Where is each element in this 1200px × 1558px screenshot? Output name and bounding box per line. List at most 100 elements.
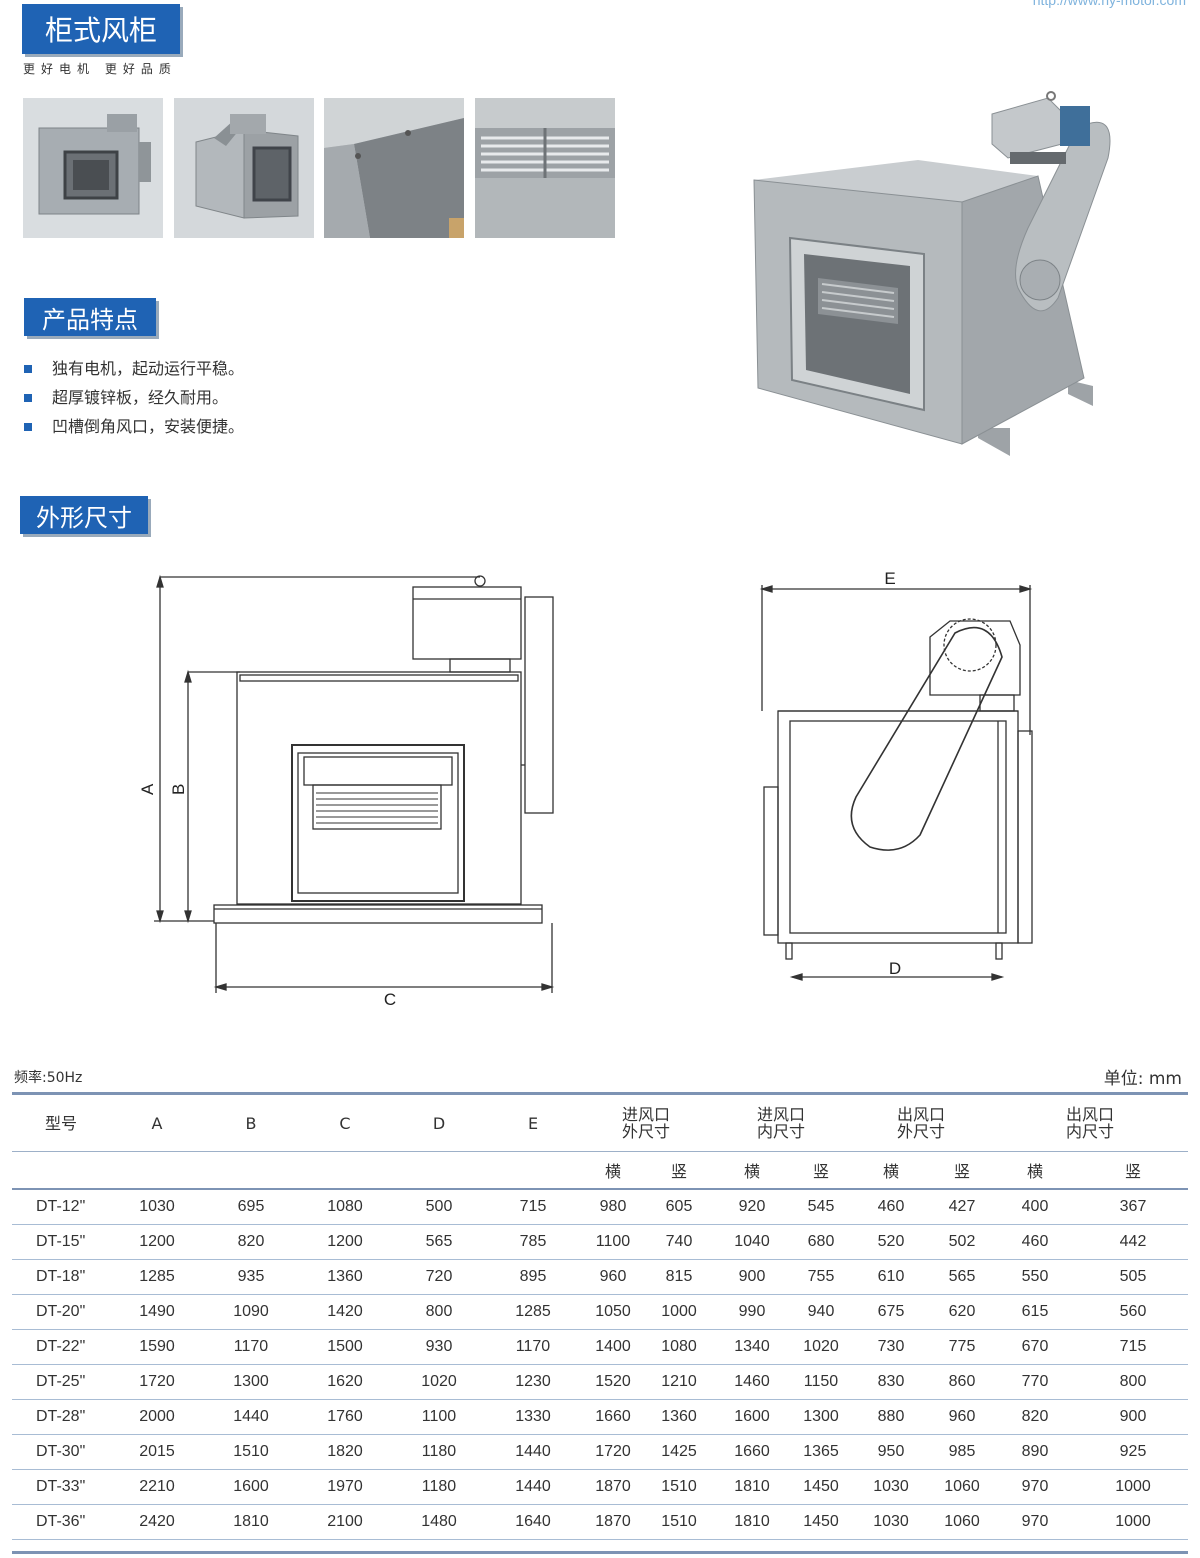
value-cell: 715 <box>486 1189 580 1225</box>
value-cell: 1810 <box>712 1469 792 1505</box>
value-cell: 1600 <box>204 1469 298 1505</box>
value-cell: 1360 <box>298 1259 392 1295</box>
value-cell: 2015 <box>110 1434 204 1470</box>
sub-header-horizontal: 横 <box>712 1151 792 1190</box>
value-cell: 400 <box>992 1189 1078 1225</box>
square-bullet-icon <box>24 393 32 402</box>
value-cell: 770 <box>992 1364 1078 1400</box>
value-cell: 1365 <box>792 1434 850 1470</box>
value-cell: 1420 <box>298 1294 392 1330</box>
value-cell: 1425 <box>646 1434 712 1470</box>
value-cell: 1200 <box>298 1224 392 1260</box>
value-cell: 1285 <box>486 1294 580 1330</box>
value-cell: 1440 <box>204 1399 298 1435</box>
value-cell: 740 <box>646 1224 712 1260</box>
value-cell: 1970 <box>298 1469 392 1505</box>
flange-corner-photo <box>324 98 464 238</box>
value-cell: 1000 <box>1078 1504 1188 1540</box>
cabinet-front-photo <box>23 98 163 238</box>
value-cell: 1285 <box>110 1259 204 1295</box>
value-cell: 2210 <box>110 1469 204 1505</box>
value-cell: 990 <box>712 1294 792 1330</box>
value-cell: 900 <box>712 1259 792 1295</box>
value-cell: 610 <box>850 1259 932 1295</box>
value-cell: 500 <box>392 1189 486 1225</box>
value-cell: 1020 <box>792 1329 850 1365</box>
value-cell: 755 <box>792 1259 850 1295</box>
value-cell: 1100 <box>580 1224 646 1260</box>
sub-header-horizontal: 横 <box>850 1151 932 1190</box>
sub-header-horizontal: 横 <box>992 1151 1078 1190</box>
value-cell: 545 <box>792 1189 850 1225</box>
square-bullet-icon <box>24 364 32 373</box>
value-cell: 680 <box>792 1224 850 1260</box>
col-header-d: D <box>392 1093 486 1152</box>
value-cell: 820 <box>992 1399 1078 1435</box>
col-header-inlet-inner: 进风口内尺寸 <box>712 1093 850 1152</box>
model-cell: DT-33" <box>12 1469 110 1505</box>
value-cell: 560 <box>1078 1294 1188 1330</box>
dimension-label-b: B <box>169 784 188 795</box>
value-cell: 1030 <box>850 1469 932 1505</box>
value-cell: 1400 <box>580 1329 646 1365</box>
table-bottom-rule <box>12 1551 1188 1554</box>
value-cell: 1170 <box>486 1329 580 1365</box>
value-cell: 900 <box>1078 1399 1188 1435</box>
value-cell: 1060 <box>932 1469 992 1505</box>
value-cell: 367 <box>1078 1189 1188 1225</box>
value-cell: 800 <box>1078 1364 1188 1400</box>
model-cell: DT-30" <box>12 1434 110 1470</box>
value-cell: 970 <box>992 1504 1078 1540</box>
value-cell: 1660 <box>580 1399 646 1435</box>
value-cell: 1450 <box>792 1504 850 1540</box>
sub-header-horizontal: 横 <box>580 1151 646 1190</box>
model-cell: DT-20" <box>12 1294 110 1330</box>
value-cell: 980 <box>580 1189 646 1225</box>
col-header-b: B <box>204 1093 298 1152</box>
page-subtitle: 更好电机 更好品质 <box>23 62 177 76</box>
frequency-label: 频率:50Hz <box>14 1070 83 1086</box>
value-cell: 1300 <box>792 1399 850 1435</box>
value-cell: 970 <box>992 1469 1078 1505</box>
value-cell: 1440 <box>486 1469 580 1505</box>
value-cell: 1170 <box>204 1329 298 1365</box>
value-cell: 1000 <box>1078 1469 1188 1505</box>
value-cell: 605 <box>646 1189 712 1225</box>
value-cell: 2100 <box>298 1504 392 1540</box>
value-cell: 565 <box>392 1224 486 1260</box>
value-cell: 720 <box>392 1259 486 1295</box>
col-header-a: A <box>110 1093 204 1152</box>
value-cell: 620 <box>932 1294 992 1330</box>
value-cell: 1030 <box>850 1504 932 1540</box>
col-header-c: C <box>298 1093 392 1152</box>
value-cell: 1810 <box>204 1504 298 1540</box>
value-cell: 1210 <box>646 1364 712 1400</box>
value-cell: 460 <box>850 1189 932 1225</box>
value-cell: 1200 <box>110 1224 204 1260</box>
col-header-outlet-inner: 出风口内尺寸 <box>992 1093 1188 1152</box>
model-cell: DT-22" <box>12 1329 110 1365</box>
value-cell: 1620 <box>298 1364 392 1400</box>
col-header-outlet-outer: 出风口外尺寸 <box>850 1093 992 1152</box>
value-cell: 502 <box>932 1224 992 1260</box>
value-cell: 1510 <box>646 1504 712 1540</box>
value-cell: 1870 <box>580 1469 646 1505</box>
value-cell: 1090 <box>204 1294 298 1330</box>
value-cell: 1820 <box>298 1434 392 1470</box>
value-cell: 1330 <box>486 1399 580 1435</box>
value-cell: 505 <box>1078 1259 1188 1295</box>
value-cell: 1150 <box>792 1364 850 1400</box>
value-cell: 1760 <box>298 1399 392 1435</box>
model-cell: DT-18" <box>12 1259 110 1295</box>
value-cell: 427 <box>932 1189 992 1225</box>
value-cell: 675 <box>850 1294 932 1330</box>
value-cell: 860 <box>932 1364 992 1400</box>
value-cell: 1460 <box>712 1364 792 1400</box>
sub-header-vertical: 竖 <box>646 1151 712 1190</box>
value-cell: 1720 <box>580 1434 646 1470</box>
